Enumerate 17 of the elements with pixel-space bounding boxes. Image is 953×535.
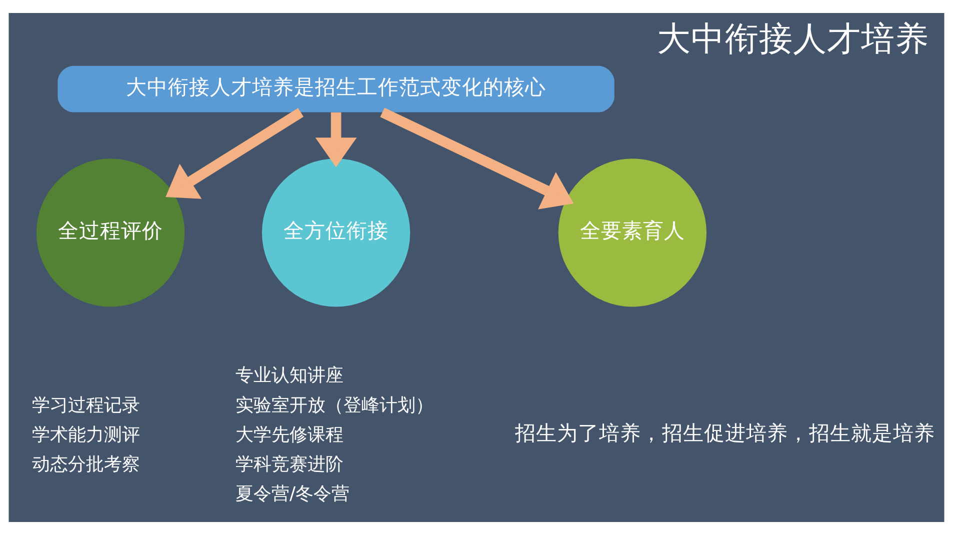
node-label: 大学先修课程 <box>236 424 344 446</box>
node-label: 学习过程记录 <box>32 394 140 416</box>
node-circle: 全过程评价 <box>36 158 185 307</box>
node-label: 学科竞赛进阶 <box>236 454 344 476</box>
arrow <box>315 112 357 168</box>
diagram-title: 大中衔接人才培养 <box>656 19 929 58</box>
node-label: 夏令营/冬令营 <box>236 484 350 505</box>
arrow <box>166 108 304 199</box>
node-circle: 全方位衔接 <box>262 158 410 307</box>
node-box: 大中衔接人才培养是招生工作范式变化的核心 <box>58 66 614 112</box>
caption: 招生为了培养，招生促进培养，招生就是培养 <box>515 420 936 445</box>
node-label: 实验室开放（登峰计划） <box>236 394 434 416</box>
node-label: 专业认知讲座 <box>236 365 344 386</box>
arrow <box>380 108 574 210</box>
node-label: 动态分批考察 <box>32 454 140 476</box>
node-label: 学术能力测评 <box>32 424 140 446</box>
node-circle: 全要素育人 <box>558 158 707 307</box>
